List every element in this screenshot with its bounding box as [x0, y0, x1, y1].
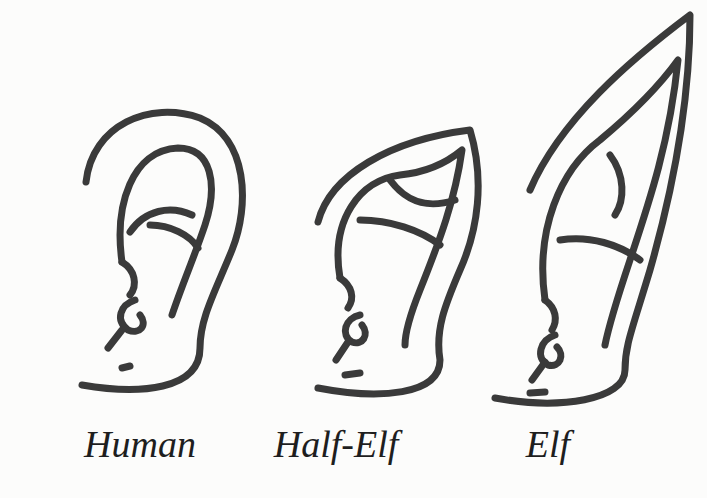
human-ear: [82, 112, 242, 389]
half-elf-ear: [318, 130, 478, 394]
ear-label: Half-Elf: [274, 425, 399, 463]
ear-label: Elf: [526, 425, 570, 463]
elf-ear: [495, 15, 690, 403]
ear-label: Human: [84, 425, 196, 463]
